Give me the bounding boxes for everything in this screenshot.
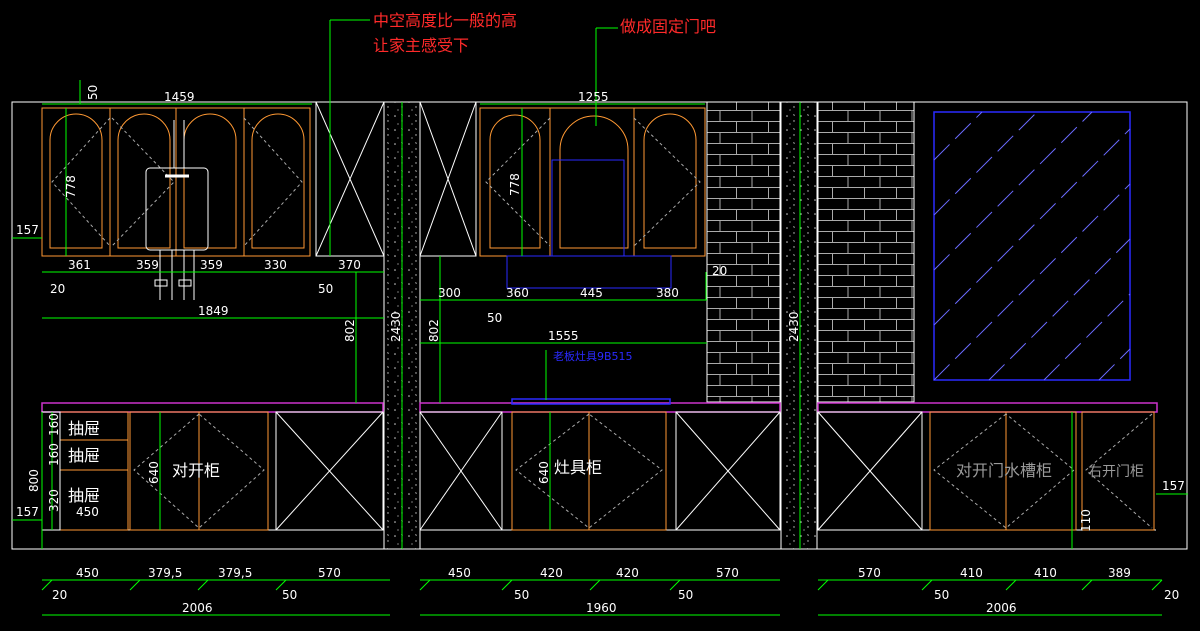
- dim-2430: 2430: [389, 311, 403, 342]
- dim-361: 361: [68, 258, 91, 272]
- dim-389: 389: [1108, 566, 1131, 580]
- dim-360: 360: [506, 286, 529, 300]
- dim-20: 20: [712, 264, 727, 278]
- dim-380: 380: [656, 286, 679, 300]
- dimension-lines: [12, 19, 1188, 616]
- right-door-cabinet-label: 右开门柜: [1088, 464, 1144, 480]
- sink-cabinet-label: 对开门水槽柜: [956, 461, 1052, 480]
- dim-20: 20: [1164, 588, 1179, 602]
- countertops: [41, 398, 1158, 413]
- dim-570: 570: [858, 566, 881, 580]
- dim-20: 20: [52, 588, 67, 602]
- note-hollow-height: 让家主感受下: [373, 36, 469, 55]
- dim-370: 370: [338, 258, 361, 272]
- dimension-labels: 1459 50 778 157 361 359 359 330 370 20 5…: [16, 85, 1185, 615]
- note-fixed-door: 做成固定门吧: [620, 17, 716, 36]
- drawer-label: 抽屉: [68, 486, 100, 505]
- dim-300: 300: [438, 286, 461, 300]
- dim-320: 320: [47, 489, 61, 512]
- dim-1849: 1849: [198, 304, 229, 318]
- dim-802: 802: [343, 319, 357, 342]
- dim-778: 778: [64, 175, 78, 198]
- dim-1255: 1255: [578, 90, 609, 104]
- drawer-label: 抽屉: [68, 419, 100, 438]
- stove-cabinet-label: 灶具柜: [554, 458, 602, 477]
- design-notes: 中空高度比一般的高 让家主感受下 做成固定门吧: [373, 11, 716, 55]
- dim-570: 570: [716, 566, 739, 580]
- dim-802: 802: [427, 319, 441, 342]
- dim-800: 800: [27, 469, 41, 492]
- dim-410: 410: [1034, 566, 1057, 580]
- base-cabinets: [41, 411, 1155, 531]
- dim-50: 50: [678, 588, 693, 602]
- dim-2006: 2006: [182, 601, 213, 615]
- dim-50: 50: [318, 282, 333, 296]
- dim-1459: 1459: [164, 90, 195, 104]
- note-hollow-height: 中空高度比一般的高: [373, 11, 517, 30]
- dim-50: 50: [282, 588, 297, 602]
- dim-160: 160: [47, 443, 61, 466]
- dim-640: 640: [147, 461, 161, 484]
- dim-450: 450: [76, 505, 99, 519]
- dim-110: 110: [1079, 509, 1093, 532]
- dim-50: 50: [514, 588, 529, 602]
- dim-359: 359: [200, 258, 223, 272]
- dim-410: 410: [960, 566, 983, 580]
- double-door-cabinet-label: 对开柜: [172, 461, 220, 480]
- cabinet-labels: 抽屉 抽屉 抽屉 对开柜 灶具柜 对开门水槽柜 右开门柜 老板灶具9B515: [68, 349, 1144, 505]
- dim-778: 778: [508, 173, 522, 196]
- dim-157: 157: [1162, 479, 1185, 493]
- wall-outline: [11, 101, 1188, 550]
- dim-157: 157: [16, 505, 39, 519]
- dim-420: 420: [616, 566, 639, 580]
- dim-2430: 2430: [787, 311, 801, 342]
- dim-359: 359: [136, 258, 159, 272]
- dim-379-5: 379,5: [218, 566, 252, 580]
- dim-50: 50: [934, 588, 949, 602]
- upper-cabinets-left: [41, 101, 385, 300]
- dim-50: 50: [487, 311, 502, 325]
- upper-cabinets-middle: [419, 101, 706, 289]
- dim-640: 640: [537, 461, 551, 484]
- dim-330: 330: [264, 258, 287, 272]
- dim-570: 570: [318, 566, 341, 580]
- drawer-label: 抽屉: [68, 446, 100, 465]
- dim-20: 20: [50, 282, 65, 296]
- dim-450: 450: [448, 566, 471, 580]
- dim-379-5: 379,5: [148, 566, 182, 580]
- stove-model-label: 老板灶具9B515: [553, 349, 633, 363]
- dim-450: 450: [76, 566, 99, 580]
- dim-1555: 1555: [548, 329, 579, 343]
- dim-157: 157: [16, 223, 39, 237]
- brick-walls: [706, 101, 915, 403]
- dim-2006: 2006: [986, 601, 1017, 615]
- dim-445: 445: [580, 286, 603, 300]
- dim-160: 160: [47, 413, 61, 436]
- window: [933, 111, 1131, 381]
- dim-420: 420: [540, 566, 563, 580]
- dim-50: 50: [86, 85, 100, 100]
- dim-1960: 1960: [586, 601, 617, 615]
